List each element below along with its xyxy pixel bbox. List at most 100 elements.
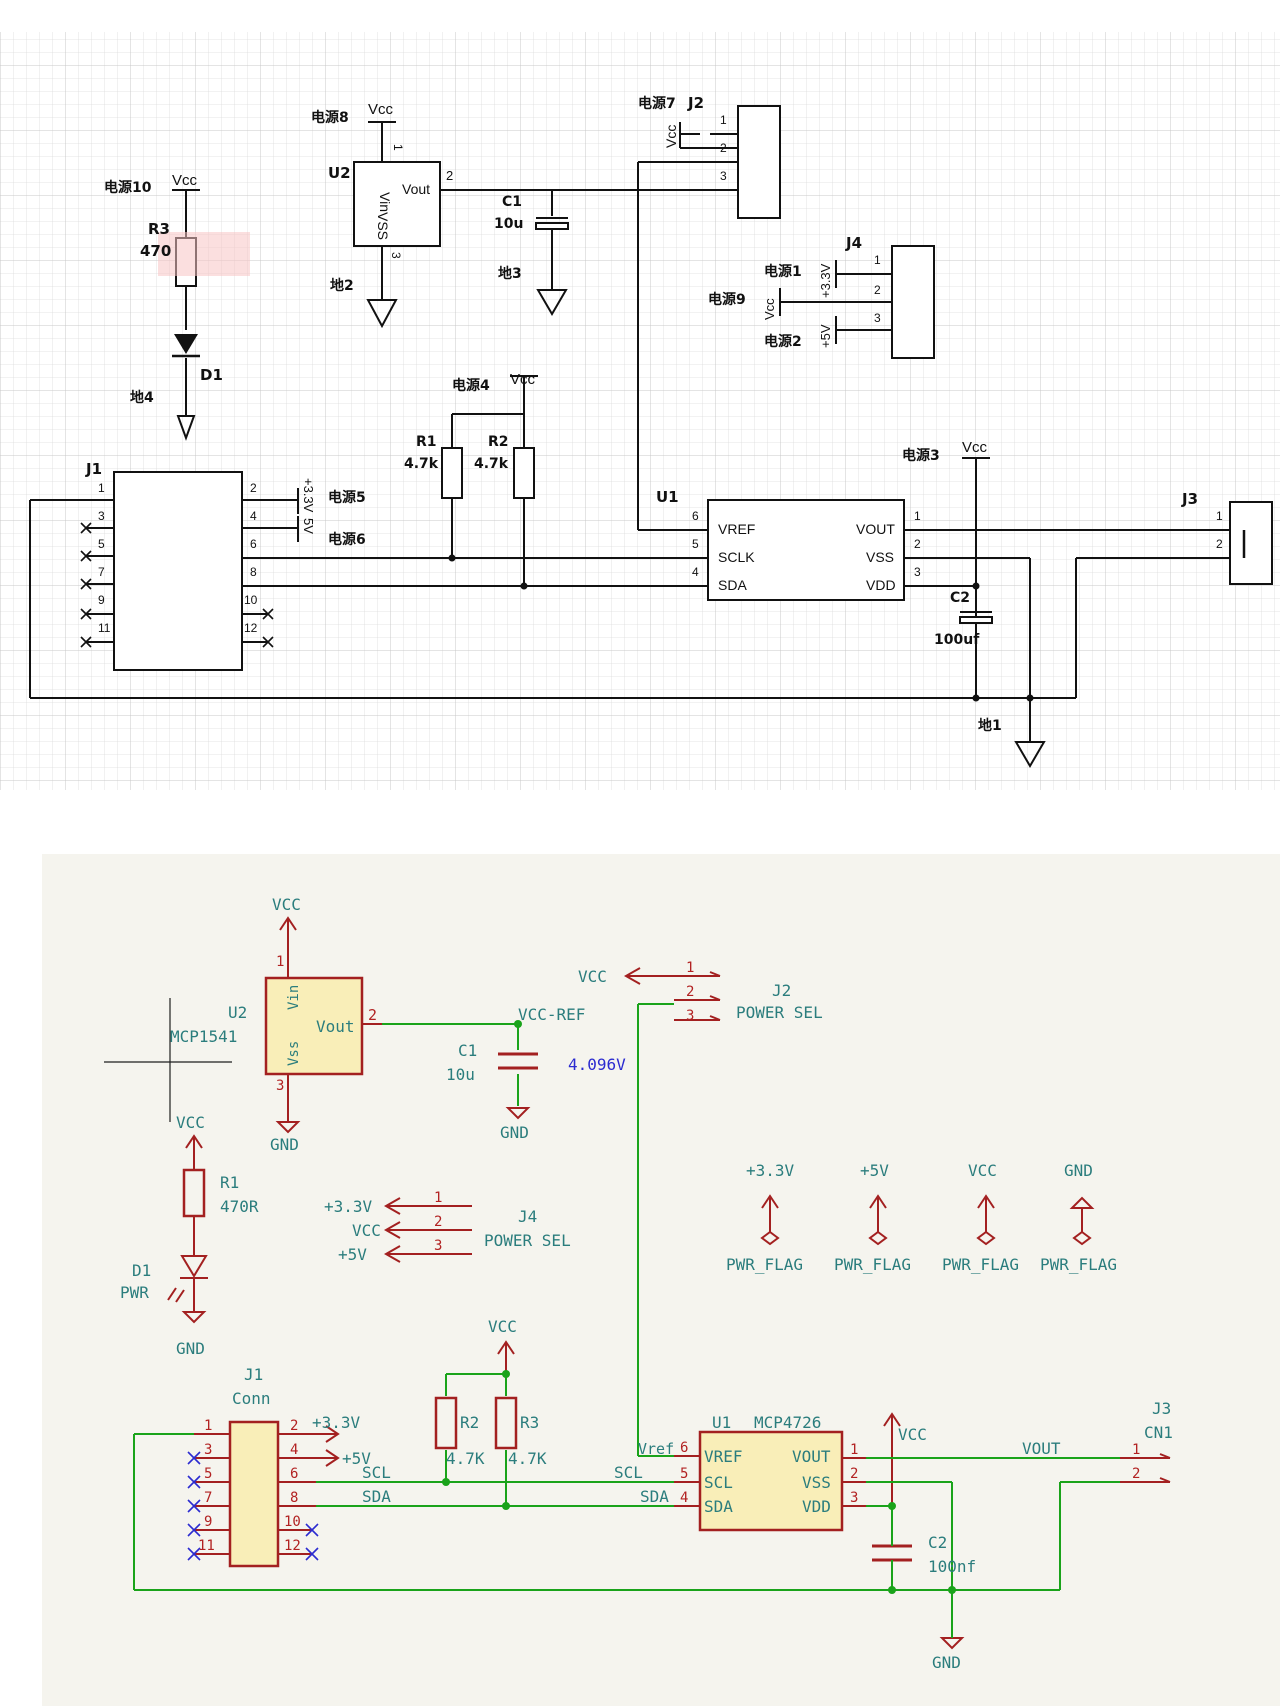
top-j1-outline — [29, 471, 1076, 699]
top-u1-outline — [707, 457, 1230, 768]
bot-u2-pin1: 1 — [276, 954, 284, 970]
bot-r3-ref: R3 — [520, 1413, 539, 1432]
top-c1-ref: C1 — [502, 194, 522, 210]
bot-pullup-wires — [445, 1373, 507, 1506]
top-j2-ref: J2 — [687, 94, 704, 112]
bot-j1-scl: SCL — [362, 1463, 391, 1482]
top-port-p1: 电源1 — [764, 263, 802, 280]
bot-net-vref: Vref — [638, 1440, 674, 1458]
top-u1-ref: U1 — [656, 488, 679, 506]
top-j3-pin1: 1 — [1216, 509, 1223, 523]
top-j1-ref: J1 — [85, 460, 102, 478]
top-j1-pin1: 1 — [98, 481, 105, 495]
top-pullup-vcc: Vcc — [510, 371, 536, 388]
bot-j1-pin8: 8 — [290, 1490, 298, 1506]
bot-j4-vcc: VCC — [352, 1221, 381, 1240]
bot-j1-nc-marks — [187, 1451, 319, 1561]
top-vout-net — [440, 161, 740, 531]
bot-d1-gnd: GND — [176, 1339, 205, 1358]
bot-c2-ref: C2 — [928, 1533, 947, 1552]
bot-u1-pin6: 6 — [680, 1440, 688, 1456]
top-u1-vss: VSS — [866, 549, 894, 565]
bot-j1-pin3: 3 — [204, 1442, 212, 1458]
bot-c1-value: 10u — [446, 1065, 475, 1084]
bot-u1-sda: SDA — [704, 1497, 733, 1516]
bot-j2-ref: J2 — [772, 981, 791, 1000]
bot-u1-gnd: GND — [932, 1653, 961, 1672]
flag-net-vcc: VCC — [968, 1161, 997, 1180]
bot-u1-pin3: 3 — [850, 1490, 858, 1506]
bot-j2-name: POWER SEL — [736, 1003, 823, 1022]
top-port-p2: 电源2 — [764, 333, 802, 350]
bot-j3-pin2: 2 — [1132, 1466, 1140, 1482]
flag-label-33: PWR_FLAG — [726, 1255, 803, 1274]
top-j2-pin1: 1 — [720, 113, 727, 127]
top-j1-pin9: 9 — [98, 593, 105, 607]
bot-u2-block — [264, 916, 382, 1134]
bot-j4-v33: +3.3V — [324, 1197, 373, 1216]
bot-power-flags: +3.3V +5V VCC GND PWR_FLAG PWR_FLAG PWR_… — [726, 1161, 1117, 1274]
bot-u1-vdd: VDD — [802, 1497, 831, 1516]
top-u2-vout: Vout — [402, 181, 430, 197]
bot-j2-pin2: 2 — [686, 984, 694, 1000]
bot-u2-gnd: GND — [270, 1135, 299, 1154]
bot-net-scl: SCL — [614, 1463, 643, 1482]
flag-net-5: +5V — [860, 1161, 889, 1180]
bot-j1-pin4: 4 — [290, 1442, 298, 1458]
bot-voltage-label: 4.096V — [568, 1055, 626, 1074]
top-u2-pin3: 3 — [389, 252, 403, 259]
top-port-p8: 电源8 — [311, 109, 349, 126]
bot-u2-pin2: 2 — [368, 1006, 377, 1024]
bottom-schematic: VCC 1 2 3 U2 MCP1541 Vin Vout Vss GND VC… — [42, 854, 1280, 1706]
bot-j1-pin9: 9 — [204, 1514, 212, 1530]
top-d1-diode-icon — [174, 334, 198, 354]
top-u1-pin3: 3 — [914, 565, 921, 579]
top-port-p9: 电源9 — [708, 291, 746, 308]
top-j3-ref: J3 — [1181, 490, 1198, 508]
top-j1-pin5: 5 — [98, 537, 105, 551]
bot-j2-vcc: VCC — [578, 967, 607, 986]
bot-j2-pin3: 3 — [686, 1008, 694, 1024]
bot-u2-part: MCP1541 — [170, 1027, 237, 1046]
bot-c1-symbol — [498, 1052, 538, 1120]
top-port-p10: 电源10 — [104, 179, 152, 196]
top-u1-vdd: VDD — [866, 577, 896, 593]
top-u1-pin4: 4 — [692, 565, 699, 579]
top-j4-v5: +5V — [818, 324, 833, 348]
bot-j4-ref: J4 — [518, 1207, 537, 1226]
top-u1-pin1: 1 — [914, 509, 921, 523]
top-u2-ref: U2 — [328, 164, 351, 182]
top-j2-outline — [679, 105, 781, 219]
bot-j1-name: Conn — [232, 1389, 271, 1408]
top-u2-vcc-label: Vcc — [368, 101, 394, 118]
top-j4-v33: +3.3V — [818, 263, 833, 298]
bot-j1-pin11: 11 — [198, 1538, 215, 1554]
bot-u1-symbol — [674, 1412, 1171, 1650]
top-j1-pin10: 10 — [244, 593, 258, 607]
top-u2-wires — [353, 121, 441, 329]
top-j1-v5: 5V — [301, 518, 316, 534]
top-j2-pin2: 2 — [720, 141, 727, 155]
top-grid — [0, 32, 1280, 790]
top-d1-ref: D1 — [200, 366, 223, 384]
top-schematic: 电源10 Vcc R3 470 D1 地4 电源8 Vcc U2 Vin Vou… — [0, 32, 1280, 790]
bot-j1-v33: +3.3V — [312, 1413, 361, 1432]
bot-u1-vout: VOUT — [792, 1447, 831, 1466]
top-port-g3: 地3 — [498, 265, 522, 282]
top-u1-sda: SDA — [718, 577, 747, 593]
flag-net-33: +3.3V — [746, 1161, 795, 1180]
top-u1-sclk: SCLK — [718, 549, 755, 565]
top-port-p3: 电源3 — [902, 447, 940, 464]
bot-u1-vref: VREF — [704, 1447, 743, 1466]
bot-pullup-vcc: VCC — [488, 1317, 517, 1336]
bot-j4-pin2: 2 — [434, 1214, 442, 1230]
top-r1-ref: R1 — [416, 434, 437, 450]
top-j1-pin8: 8 — [250, 565, 257, 579]
top-u1-vcc: Vcc — [962, 439, 988, 456]
top-j1-pin7: 7 — [98, 565, 105, 579]
bot-j4-v5: +5V — [338, 1245, 367, 1264]
bottom-canvas — [42, 854, 1280, 1706]
bot-u2-pin3: 3 — [276, 1078, 284, 1094]
bot-u1-ref: U1 — [712, 1413, 731, 1432]
top-u2-pin2: 2 — [446, 168, 453, 183]
